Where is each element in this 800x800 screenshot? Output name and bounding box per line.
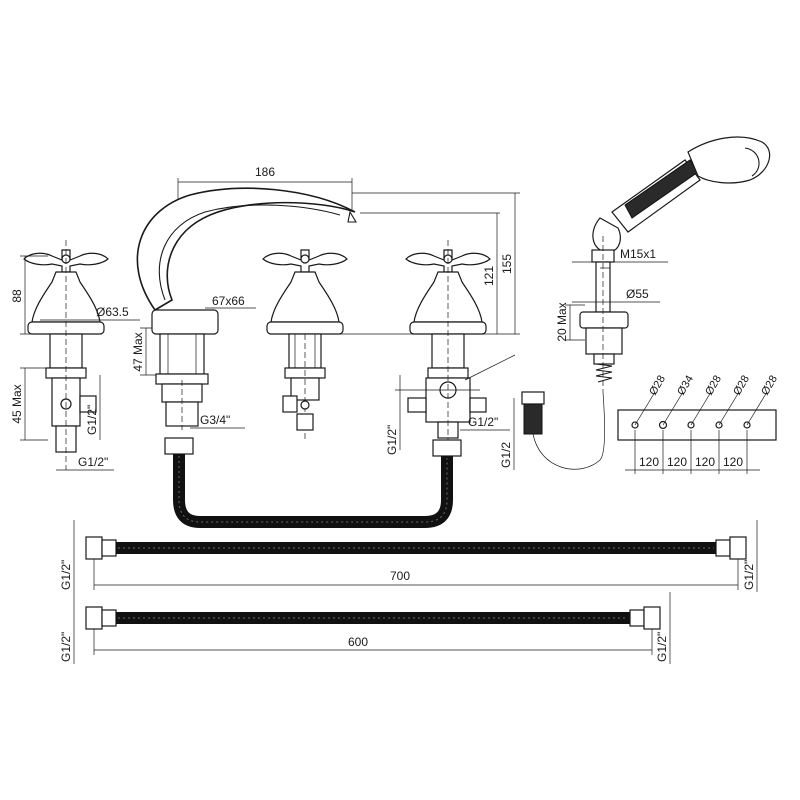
diverter-thread-left-label: G1/2" <box>385 425 399 455</box>
hole-3-diameter: Ø28 <box>703 373 724 397</box>
hose-700: 700 G1/2" G1/2" <box>59 520 758 592</box>
hole-4 <box>715 391 740 429</box>
hole-1 <box>631 391 656 429</box>
height-total-label: 155 <box>500 254 514 274</box>
base-size-label: 67x66 <box>212 294 245 308</box>
hose-long-thread-left-label: G1/2" <box>59 560 73 590</box>
spout-reach-label: 186 <box>255 165 275 179</box>
valve-thread-bottom-label: G1/2" <box>78 455 108 469</box>
hole-4-diameter: Ø28 <box>731 373 752 397</box>
spout <box>136 187 357 430</box>
left-valve-side-view: 88 Ø63.5 45 Max G1/2" G1/2" <box>10 240 140 471</box>
max-below-spout-label: 47 Max <box>131 332 145 371</box>
valve-max-label: 45 Max <box>10 384 24 423</box>
connecting-hose <box>164 437 462 528</box>
hose-long-length-label: 700 <box>390 569 410 583</box>
hole-3 <box>687 391 712 429</box>
hose-short-thread-right-label: G1/2" <box>655 632 669 662</box>
hole-spacing-2: 120 <box>667 455 687 469</box>
right-valve-diverter: G1/2" G1/2" <box>385 240 516 455</box>
hose-long-thread-right-label: G1/2" <box>742 560 756 590</box>
deck-hole-layout: Ø28 Ø34 Ø28 Ø28 Ø28 120 120 120 120 <box>617 373 780 474</box>
handle-height-label: 88 <box>10 289 24 303</box>
hand-shower: M15x1 Ø55 20 Max G1/2 <box>499 136 771 470</box>
hole-5 <box>743 391 768 429</box>
hole-spacing-1: 120 <box>639 455 659 469</box>
shower-max-label: 20 Max <box>555 302 569 341</box>
spout-dimensions: 186 155 121 67x66 47 Max G3/4" <box>131 165 520 429</box>
shower-thread-label: G1/2 <box>499 442 513 468</box>
middle-valve <box>262 249 348 443</box>
shower-connector-label: M15x1 <box>620 247 656 261</box>
diverter-thread-right-label: G1/2" <box>468 415 498 429</box>
hole-spacing-4: 120 <box>723 455 743 469</box>
hole-2-diameter: Ø34 <box>675 373 696 397</box>
handle-diameter-label: Ø63.5 <box>96 305 129 319</box>
height-spout-label: 121 <box>482 266 496 286</box>
spout-thread-label: G3/4" <box>200 413 230 427</box>
valve-thread-side-label: G1/2" <box>85 405 99 435</box>
hole-1-diameter: Ø28 <box>647 373 668 397</box>
hose-short-thread-left-label: G1/2" <box>59 632 73 662</box>
hose-short-length-label: 600 <box>348 635 368 649</box>
hose-600: 600 G1/2" G1/2" <box>59 592 671 664</box>
hole-5-diameter: Ø28 <box>759 373 780 397</box>
hole-2 <box>658 391 684 430</box>
hole-spacing-3: 120 <box>695 455 715 469</box>
shower-base-diameter-label: Ø55 <box>626 287 649 301</box>
